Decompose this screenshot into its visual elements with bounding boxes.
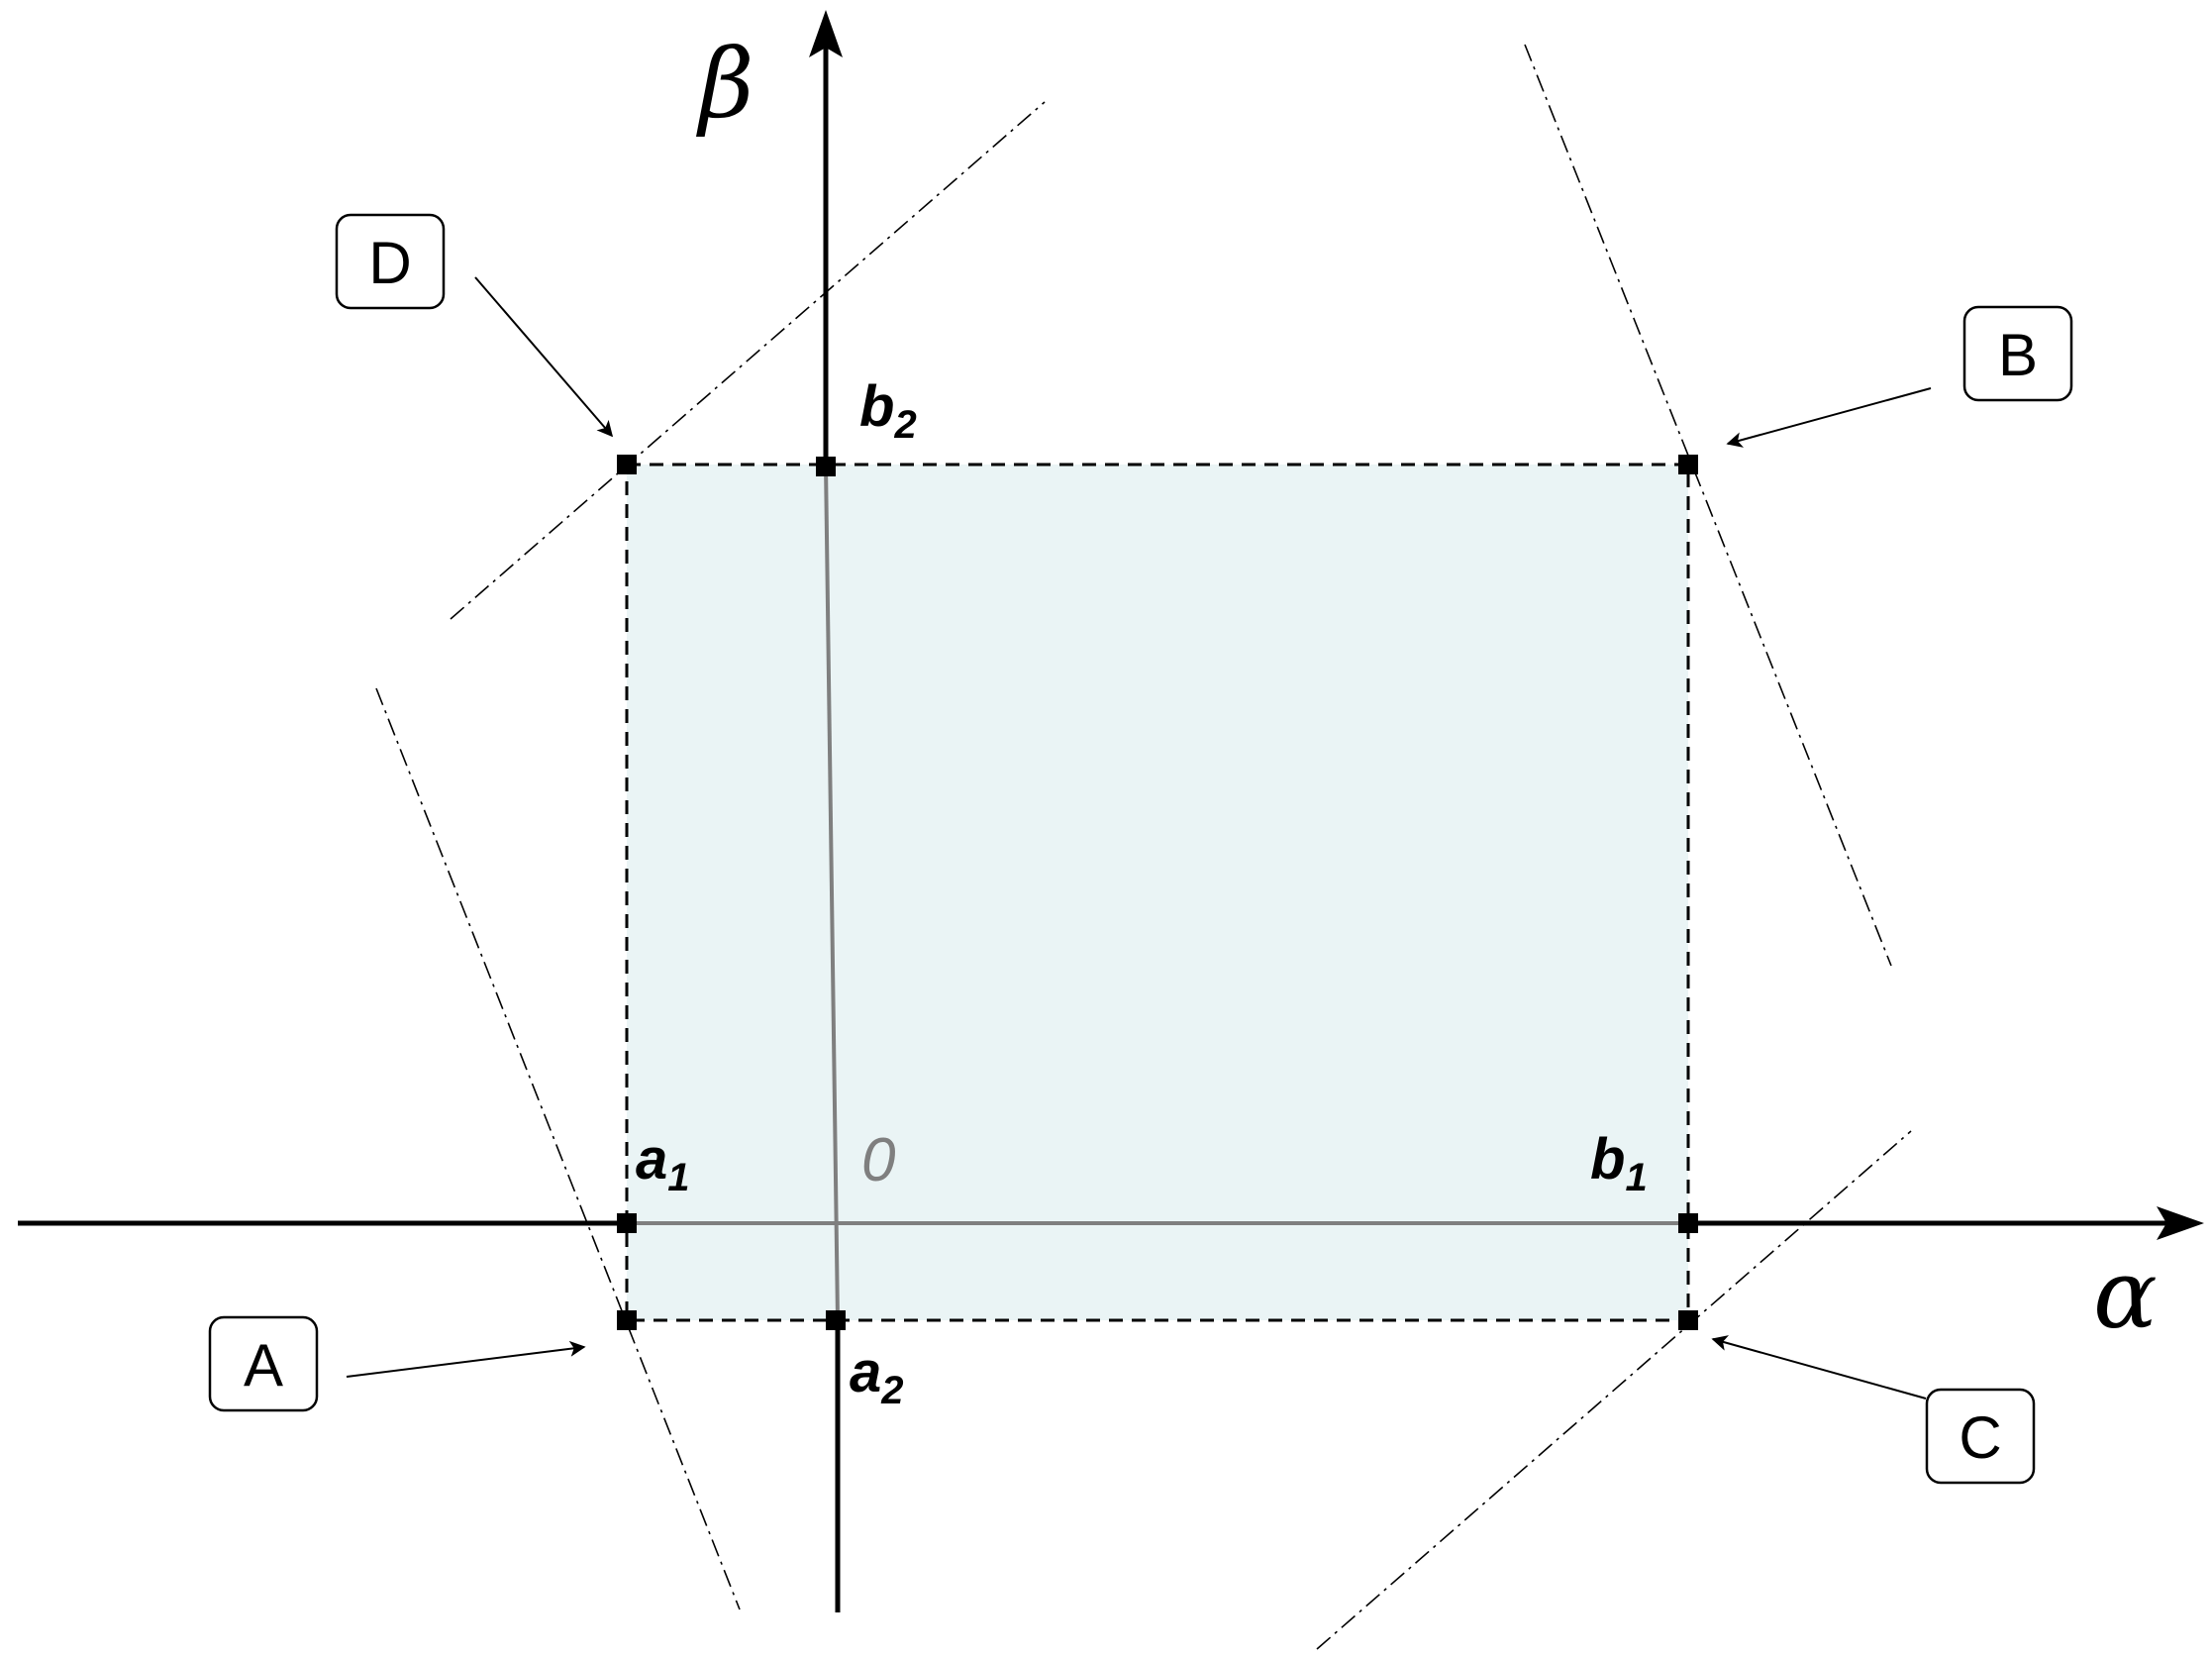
arrow-D xyxy=(474,276,614,438)
dashdot-line-bottom-left xyxy=(375,687,741,1610)
origin-label: 0 xyxy=(861,1126,895,1194)
alpha-axis-label: α xyxy=(2093,1239,2158,1350)
point-b2 xyxy=(816,457,836,476)
label-a2: a2 xyxy=(850,1340,904,1412)
point-D xyxy=(617,455,637,474)
point-B xyxy=(1678,455,1698,474)
callout-C: C xyxy=(1925,1388,2036,1485)
point-b1 xyxy=(1678,1213,1698,1233)
point-a2 xyxy=(826,1310,846,1330)
beta-axis-inner xyxy=(824,464,840,1321)
point-A xyxy=(617,1310,637,1330)
beta-axis-arrowhead xyxy=(809,10,843,57)
callout-D: D xyxy=(335,213,446,310)
callout-A-label: A xyxy=(244,1332,283,1399)
point-C xyxy=(1678,1310,1698,1330)
callout-A: A xyxy=(208,1315,319,1412)
label-b2: b2 xyxy=(859,374,917,447)
callout-B-label: B xyxy=(1998,322,2038,388)
arrow-C xyxy=(1711,1335,1927,1400)
point-a1 xyxy=(617,1213,637,1233)
callout-B: B xyxy=(1962,305,2073,402)
feasible-region xyxy=(627,465,1688,1320)
dashdot-line-top-left xyxy=(450,101,1046,620)
arrow-B xyxy=(1726,387,1932,448)
alpha-axis-arrowhead xyxy=(2157,1206,2204,1240)
callout-C-label: C xyxy=(1959,1404,2001,1471)
label-a1: a1 xyxy=(636,1127,690,1199)
region-boundary xyxy=(625,463,1690,1322)
callout-D-label: D xyxy=(368,230,411,296)
label-b1: b1 xyxy=(1590,1127,1648,1199)
beta-axis-label: β xyxy=(696,29,754,140)
dashdot-line-bottom-right xyxy=(1316,1130,1912,1650)
arrow-A xyxy=(346,1340,586,1378)
dashdot-line-top-right xyxy=(1524,44,1892,967)
